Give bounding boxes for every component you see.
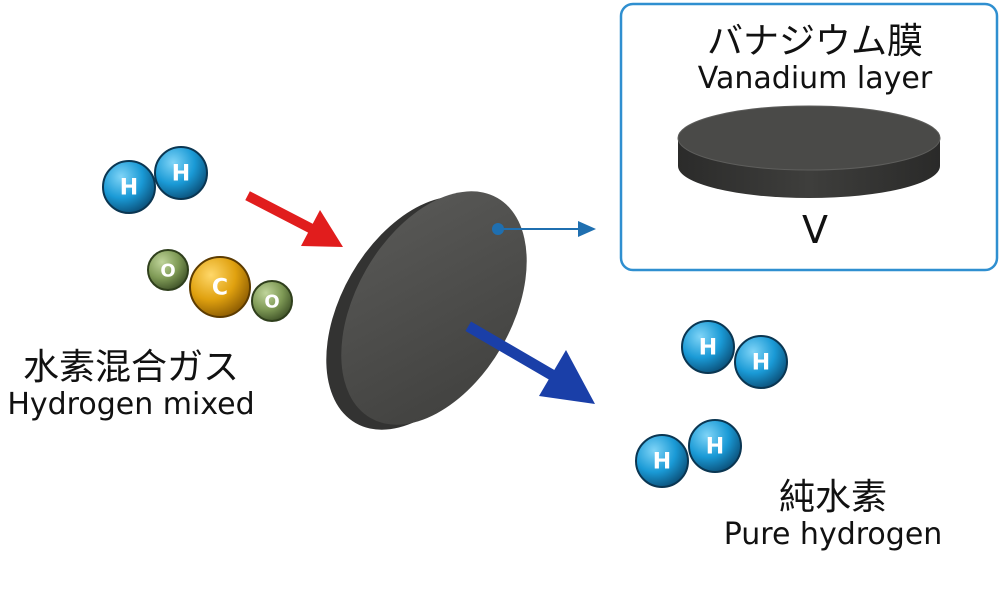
- vanadium-layer-label-jp: バナジウム膜: [706, 21, 923, 62]
- hydrogen-atom-label: H: [699, 336, 717, 361]
- input-arrow: [245, 191, 343, 247]
- carbon-atom-label: C: [212, 276, 228, 301]
- mixed-gas-label: 水素混合ガス Hydrogen mixed: [0, 348, 262, 421]
- hydrogen-molecule-input: H H: [102, 146, 208, 214]
- hydrogen-atom-label: H: [172, 162, 190, 187]
- callout-pointer: [492, 221, 596, 237]
- vanadium-disk-illustration: [677, 105, 941, 198]
- output-arrow: [465, 321, 595, 404]
- pure-hydrogen-label: 純水素 Pure hydrogen: [708, 478, 958, 551]
- hydrogen-atom-label: H: [653, 450, 671, 475]
- oxygen-atom-label: O: [264, 292, 279, 313]
- pure-hydrogen-label-jp: 純水素: [778, 477, 887, 518]
- oxygen-atom-label: O: [160, 261, 175, 282]
- membrane-disk: [326, 191, 527, 430]
- mixed-gas-label-en: Hydrogen mixed: [7, 386, 255, 422]
- pure-hydrogen-label-en: Pure hydrogen: [723, 516, 943, 552]
- hydrogen-molecule-output-2: H H: [635, 419, 742, 488]
- hydrogen-atom-label: H: [752, 351, 770, 376]
- hydrogen-atom-label: H: [120, 176, 138, 201]
- hydrogen-atom-label: H: [706, 435, 724, 460]
- vanadium-layer-label: バナジウム膜 Vanadium layer: [660, 22, 970, 95]
- vanadium-layer-label-en: Vanadium layer: [697, 60, 933, 96]
- carbon-dioxide-molecule: O O C: [147, 249, 293, 322]
- hydrogen-molecule-output-1: H H: [681, 320, 788, 389]
- mixed-gas-label-jp: 水素混合ガス: [22, 347, 239, 388]
- vanadium-symbol: V: [802, 208, 828, 252]
